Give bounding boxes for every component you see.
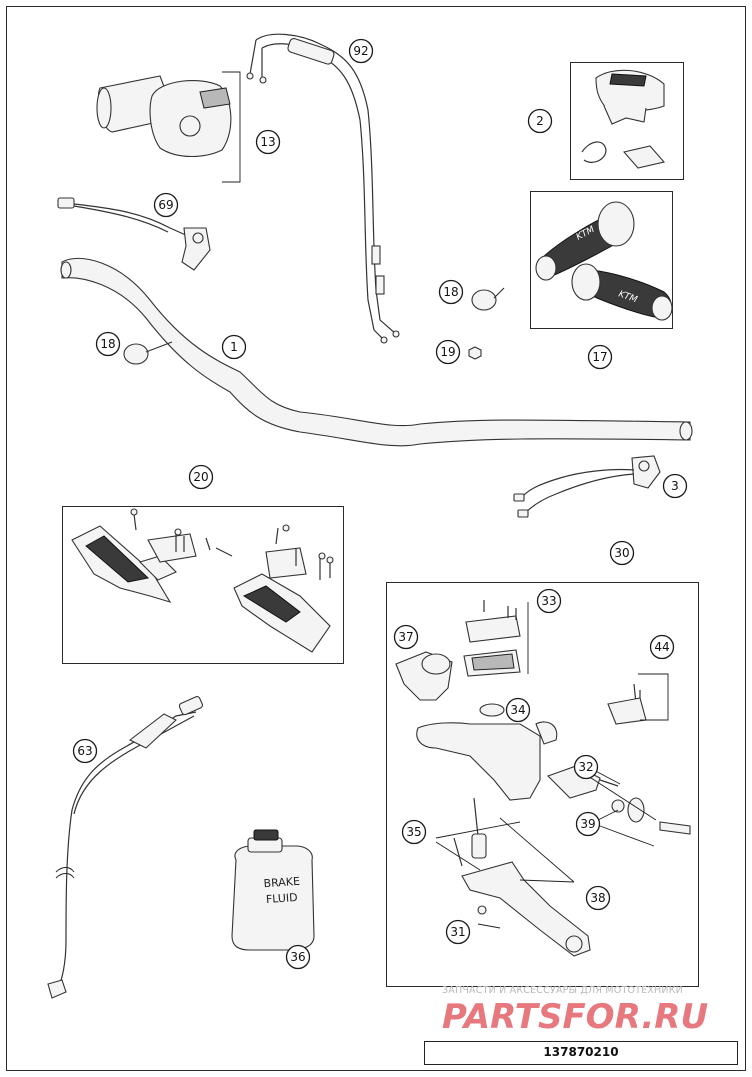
handguard-kit-box: [62, 506, 344, 664]
svg-text:35: 35: [406, 825, 421, 839]
watermark-logo: PARTSFOR.RU: [442, 997, 708, 1036]
svg-text:13: 13: [260, 135, 275, 149]
callout-2: 2: [527, 108, 553, 134]
outer-frame: [6, 6, 746, 1071]
throttle-housing-box: [570, 62, 684, 180]
callout-35: 35: [401, 819, 427, 845]
callout-32: 32: [573, 754, 599, 780]
callout-17: 17: [587, 344, 613, 370]
svg-text:18: 18: [100, 337, 115, 351]
callout-1: 1: [221, 334, 247, 360]
callout-69: 69: [153, 192, 179, 218]
callout-92: 92: [348, 38, 374, 64]
callout-39: 39: [575, 811, 601, 837]
svg-text:39: 39: [580, 817, 595, 831]
svg-text:17: 17: [592, 350, 607, 364]
brake-fluid-label-line1: BRAKE: [263, 875, 300, 891]
svg-text:69: 69: [158, 198, 173, 212]
clutch-line-63: [47, 696, 203, 999]
callout-63: 63: [72, 738, 98, 764]
throttle-grip-assembly: [96, 71, 241, 183]
handlebar-end-left: [60, 261, 72, 279]
grip-set-box: [530, 191, 673, 329]
svg-text:3: 3: [671, 479, 679, 493]
svg-text:30: 30: [614, 546, 629, 560]
callout-36: 36: [285, 944, 311, 970]
reference-number: 137870210: [424, 1041, 738, 1065]
clutch-master-cylinder: [395, 600, 691, 957]
brake-fluid-bottle: BRAKE FLUID: [231, 829, 315, 951]
cable-tie-right: [471, 287, 505, 311]
svg-text:18: 18: [443, 285, 458, 299]
switch-3: [513, 455, 661, 518]
throttle-cables: [246, 33, 400, 344]
callout-18-right: 18: [438, 279, 464, 305]
svg-text:20: 20: [193, 470, 208, 484]
svg-text:37: 37: [398, 630, 413, 644]
callout-33: 33: [536, 588, 562, 614]
callout-20: 20: [188, 464, 214, 490]
callout-18-left: 18: [95, 331, 121, 357]
svg-text:38: 38: [590, 891, 605, 905]
svg-text:92: 92: [353, 44, 368, 58]
callout-31: 31: [445, 919, 471, 945]
cable-tie-left: [123, 341, 173, 365]
callout-38: 38: [585, 885, 611, 911]
svg-text:19: 19: [440, 345, 455, 359]
svg-text:1: 1: [230, 340, 238, 354]
callout-30: 30: [609, 540, 635, 566]
svg-text:32: 32: [578, 760, 593, 774]
kill-switch-69: [57, 197, 211, 271]
callout-44: 44: [649, 634, 675, 660]
handlebar: [61, 257, 691, 447]
svg-text:31: 31: [450, 925, 465, 939]
svg-text:44: 44: [654, 640, 669, 654]
nut-19: [468, 346, 482, 360]
grip-set: KTM KTM: [535, 201, 673, 321]
clutch-master-cylinder-box: [386, 582, 699, 987]
svg-text:36: 36: [290, 950, 305, 964]
svg-text:2: 2: [536, 114, 544, 128]
brake-fluid-label-line2: FLUID: [265, 891, 298, 906]
handguard-kit: [71, 508, 334, 653]
callout-13: 13: [255, 129, 281, 155]
svg-text:34: 34: [510, 703, 525, 717]
throttle-housing: [581, 69, 666, 169]
callout-19: 19: [435, 339, 461, 365]
handlebar-end: [679, 421, 693, 441]
watermark-logo-text: PARTSFOR.RU: [442, 997, 708, 1036]
callout-34: 34: [505, 697, 531, 723]
callout-37: 37: [393, 624, 419, 650]
svg-text:33: 33: [541, 594, 556, 608]
svg-text:63: 63: [77, 744, 92, 758]
callout-3: 3: [662, 473, 688, 499]
watermark-caption: ЗАПЧАСТИ И АКСЕССУАРЫ ДЛЯ МОТОТЕХНИКИ: [442, 985, 683, 996]
